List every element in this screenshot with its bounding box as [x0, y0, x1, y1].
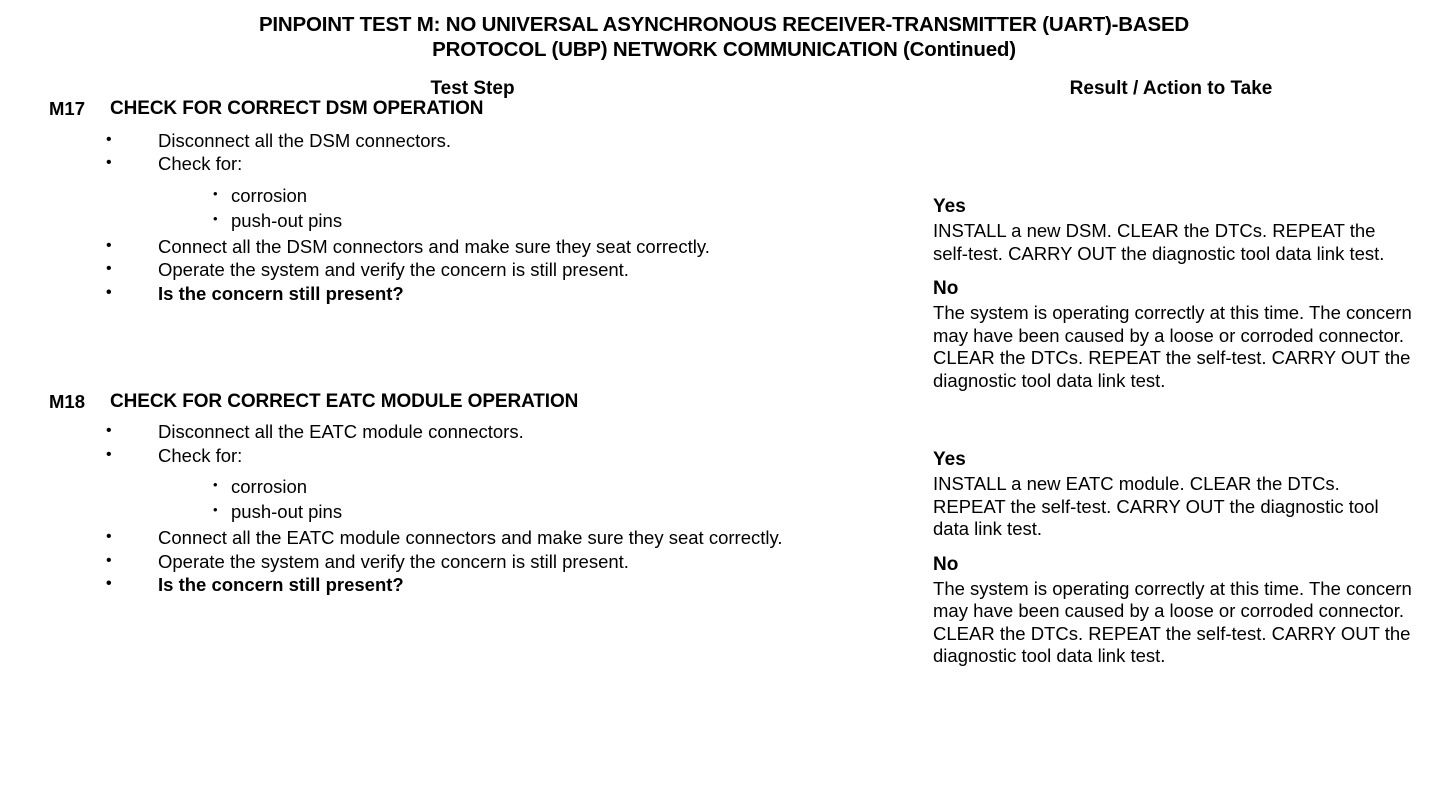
- list-item: Check for: corrosion push-out pins: [104, 151, 921, 233]
- result-label-no-m18: No: [933, 553, 959, 575]
- table-row: Disconnect all the DSM connectors. Check…: [24, 128, 1421, 392]
- step-bullet-list-m17: Disconnect all the DSM connectors. Check…: [24, 128, 921, 306]
- list-item: Disconnect all the DSM connectors.: [104, 128, 921, 153]
- step-body-m18: Disconnect all the EATC module connector…: [24, 419, 921, 667]
- step-text: Is the concern still present?: [158, 574, 404, 596]
- page-title-line-1: PINPOINT TEST M: NO UNIVERSAL ASYNCHRONO…: [258, 13, 1190, 36]
- list-item: Check for: corrosion push-out pins: [104, 443, 921, 525]
- step-text: Connect all the EATC module connectors a…: [158, 527, 783, 549]
- step-text: Operate the system and verify the concer…: [158, 550, 629, 572]
- step-text: Is the concern still present?: [158, 282, 404, 304]
- list-item: push-out pins: [213, 206, 921, 233]
- result-cell-m17: Yes INSTALL a new DSM. CLEAR the DTCs. R…: [921, 99, 1421, 392]
- list-item: corrosion: [213, 472, 921, 499]
- list-item: Connect all the DSM connectors and make …: [104, 234, 921, 259]
- step-id-m17: M17: [49, 98, 85, 119]
- list-item-question: Is the concern still present?: [104, 281, 921, 306]
- pinpoint-test-table: Test Step Result / Action to Take M17 CH…: [24, 79, 1421, 668]
- table-row: M17 CHECK FOR CORRECT DSM OPERATION Yes …: [24, 98, 1421, 391]
- result-label-no-m17: No: [933, 278, 959, 299]
- table-row: Disconnect all the EATC module connector…: [24, 419, 1421, 667]
- step-text: Connect all the DSM connectors and make …: [158, 235, 710, 257]
- result-text-yes-m17: INSTALL a new DSM. CLEAR the DTCs. REPEA…: [933, 220, 1385, 264]
- step-bullet-list-m18: Disconnect all the EATC module connector…: [24, 419, 921, 597]
- list-item-question: Is the concern still present?: [104, 572, 921, 597]
- step-sub-list-m17: corrosion push-out pins: [158, 181, 921, 233]
- list-item: Operate the system and verify the concer…: [104, 257, 921, 282]
- list-item: corrosion: [213, 181, 921, 208]
- result-text-no-m18: The system is operating correctly at thi…: [933, 577, 1412, 667]
- header-test-step: Test Step: [430, 78, 515, 99]
- table-row: M18 CHECK FOR CORRECT EATC MODULE OPERAT…: [24, 391, 1421, 666]
- table-header-row: Test Step Result / Action to Take: [24, 79, 1421, 99]
- step-text: Check for:: [158, 444, 243, 466]
- step-text: Check for:: [158, 153, 243, 175]
- result-text-yes-m18: INSTALL a new EATC module. CLEAR the DTC…: [933, 473, 1379, 539]
- step-body-m17: Disconnect all the DSM connectors. Check…: [24, 128, 921, 392]
- list-item: Operate the system and verify the concer…: [104, 549, 921, 574]
- step-heading-m18: CHECK FOR CORRECT EATC MODULE OPERATION: [110, 391, 579, 412]
- step-text: Disconnect all the DSM connectors.: [158, 129, 452, 151]
- page-title-line-2: PROTOCOL (UBP) NETWORK COMMUNICATION (Co…: [432, 38, 1016, 61]
- list-item: push-out pins: [213, 497, 921, 524]
- page-title: PINPOINT TEST M: NO UNIVERSAL ASYNCHRONO…: [24, 12, 1424, 62]
- header-result-action: Result / Action to Take: [1069, 78, 1273, 99]
- step-heading-m17: CHECK FOR CORRECT DSM OPERATION: [110, 98, 484, 119]
- step-text: Operate the system and verify the concer…: [158, 259, 629, 281]
- result-label-yes-m17: Yes: [933, 196, 966, 217]
- step-text: Disconnect all the EATC module connector…: [158, 421, 524, 443]
- list-item: Disconnect all the EATC module connector…: [104, 419, 921, 444]
- step-sub-list-m18: corrosion push-out pins: [158, 472, 921, 524]
- result-cell-m18: Yes INSTALL a new EATC module. CLEAR the…: [921, 392, 1421, 668]
- result-text-no-m17: The system is operating correctly at thi…: [933, 302, 1412, 391]
- result-label-yes-m18: Yes: [933, 449, 966, 470]
- step-id-m18: M18: [49, 391, 85, 412]
- list-item: Connect all the EATC module connectors a…: [104, 525, 921, 550]
